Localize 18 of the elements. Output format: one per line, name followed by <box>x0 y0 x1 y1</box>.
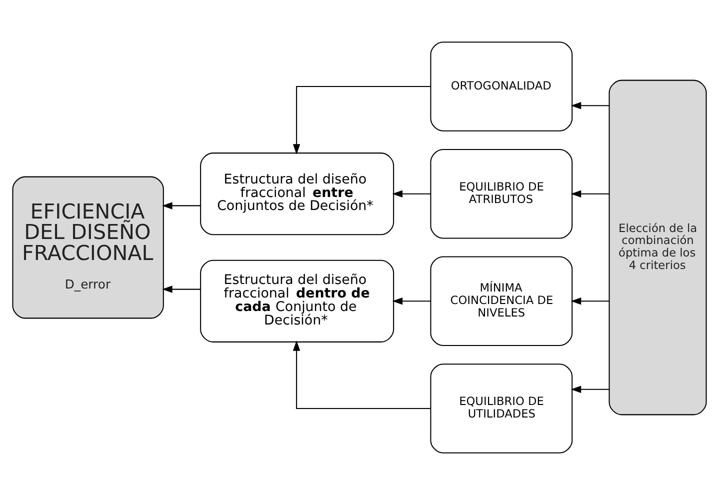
node-box: EFICIENCIA DEL DISEÑO FRACCIONAL D_error <box>12 176 164 319</box>
node-box: MÍNIMA COINCIDENCIA DE NIVELES <box>430 256 573 346</box>
arrow <box>392 298 430 305</box>
arrow <box>570 386 610 394</box>
node-box: Estructura del diseño fraccional entre Conjuntos de Decisión* <box>200 152 394 236</box>
arrow <box>570 190 610 198</box>
arrow <box>162 286 201 293</box>
node-box: ORTOGONALIDAD <box>430 42 573 132</box>
arrow <box>292 86 431 155</box>
node-box: Elección de la combinación óptima de los 4 criterios <box>608 80 707 416</box>
arrow <box>570 298 610 305</box>
arrow <box>392 190 430 198</box>
arrow <box>162 202 201 210</box>
arrow <box>292 340 431 409</box>
node-box: Estructura del diseño fraccional dentro de cada Conjunto de Decisión* <box>200 260 394 342</box>
node-box: EQUILIBRIO DE ATRIBUTOS <box>430 148 573 239</box>
arrow <box>570 102 610 110</box>
node-box: EQUILIBRIO DE UTILIDADES <box>430 364 573 454</box>
